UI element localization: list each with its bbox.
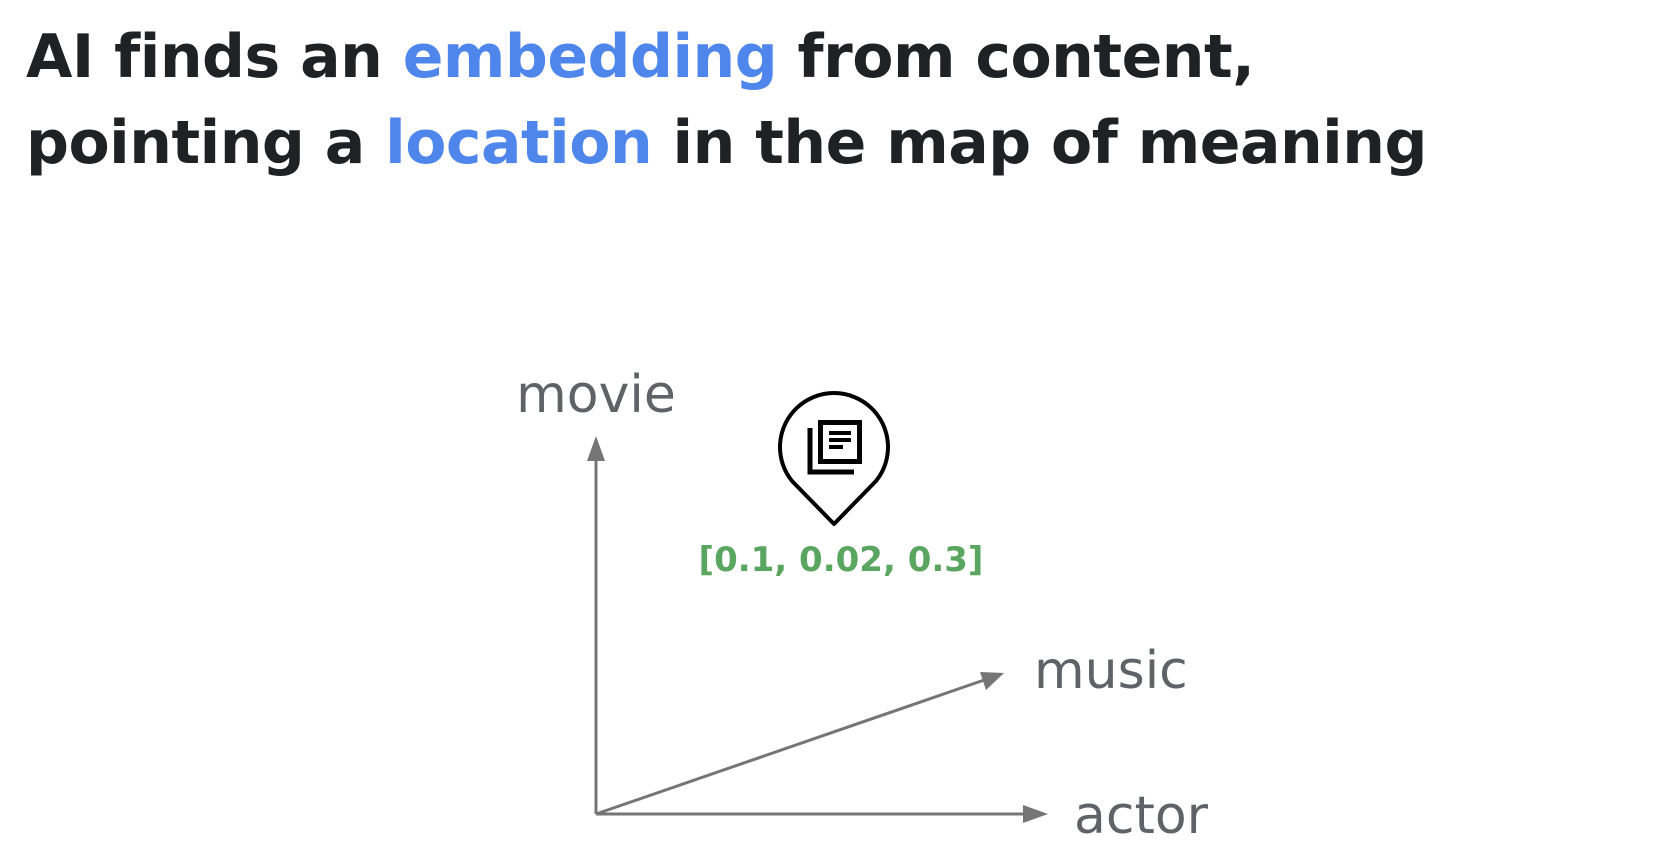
headline-line-2: pointing a location in the map of meanin… (26, 108, 1427, 178)
movie-axis-arrowhead (587, 436, 605, 461)
headline-line-2-start: pointing a (26, 108, 386, 178)
actor-axis-arrowhead (1023, 805, 1048, 823)
document-pin-icon (778, 391, 890, 526)
headline-line-1-start: AI finds an (26, 22, 403, 92)
document-stack-icon (807, 420, 862, 475)
actor-axis-label: actor (1074, 786, 1209, 846)
music-axis (595, 676, 991, 816)
headline: AI finds an embedding from content, poin… (26, 14, 1427, 186)
movie-axis-label: movie (516, 365, 676, 425)
headline-line-2-end: in the map of meaning (652, 108, 1428, 178)
music-axis-arrowhead (980, 672, 1004, 690)
music-axis-label: music (1034, 641, 1188, 701)
headline-accent-location: location (385, 108, 653, 178)
headline-line-1: AI finds an embedding from content, (26, 22, 1255, 92)
headline-accent-embedding: embedding (402, 22, 778, 92)
headline-line-1-end: from content, (777, 22, 1255, 92)
embedding-vector-label: [0.1, 0.02, 0.3] (699, 540, 984, 580)
